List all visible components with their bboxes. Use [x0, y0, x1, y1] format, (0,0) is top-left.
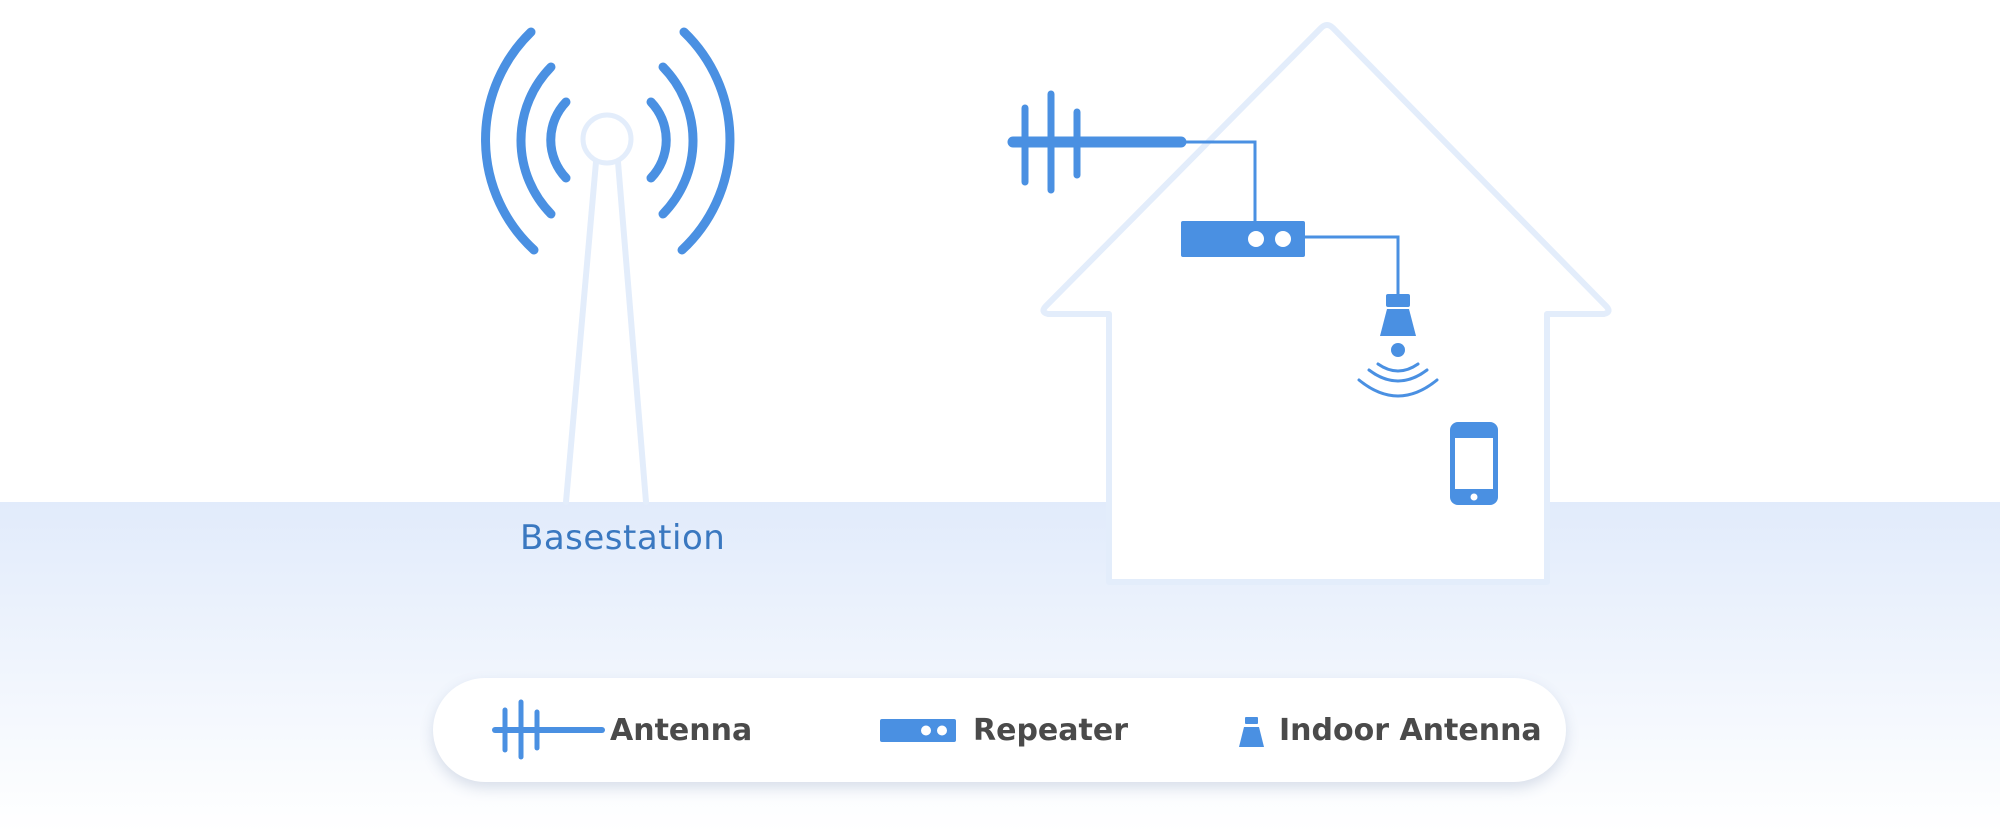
signal-cables — [1180, 140, 1400, 296]
indoor-antenna-icon — [1239, 717, 1264, 747]
legend-label-repeater: Repeater — [973, 712, 1128, 748]
ground-band — [0, 502, 2000, 832]
legend-label-indoor-antenna: Indoor Antenna — [1279, 712, 1542, 748]
outdoor-antenna — [1007, 90, 1187, 194]
indoor-antenna — [1380, 294, 1416, 357]
basestation-tower — [563, 112, 649, 505]
basestation-signal-waves — [481, 27, 735, 255]
legend-item-repeater: Repeater — [879, 678, 1128, 782]
smartphone-icon — [1450, 422, 1498, 505]
indoor-signal-waves — [1357, 362, 1439, 398]
legend-label-antenna: Antenna — [610, 712, 753, 748]
repeater-icon — [880, 719, 956, 742]
basestation-label: Basestation — [520, 518, 726, 558]
legend: Antenna Repeater Indoor Antenna — [433, 678, 1566, 782]
repeater-unit — [1181, 221, 1305, 257]
legend-item-indoor-antenna: Indoor Antenna — [1233, 678, 1542, 782]
antenna-icon — [492, 699, 605, 760]
legend-item-antenna: Antenna — [490, 678, 752, 782]
house-outline — [1040, 22, 1612, 585]
